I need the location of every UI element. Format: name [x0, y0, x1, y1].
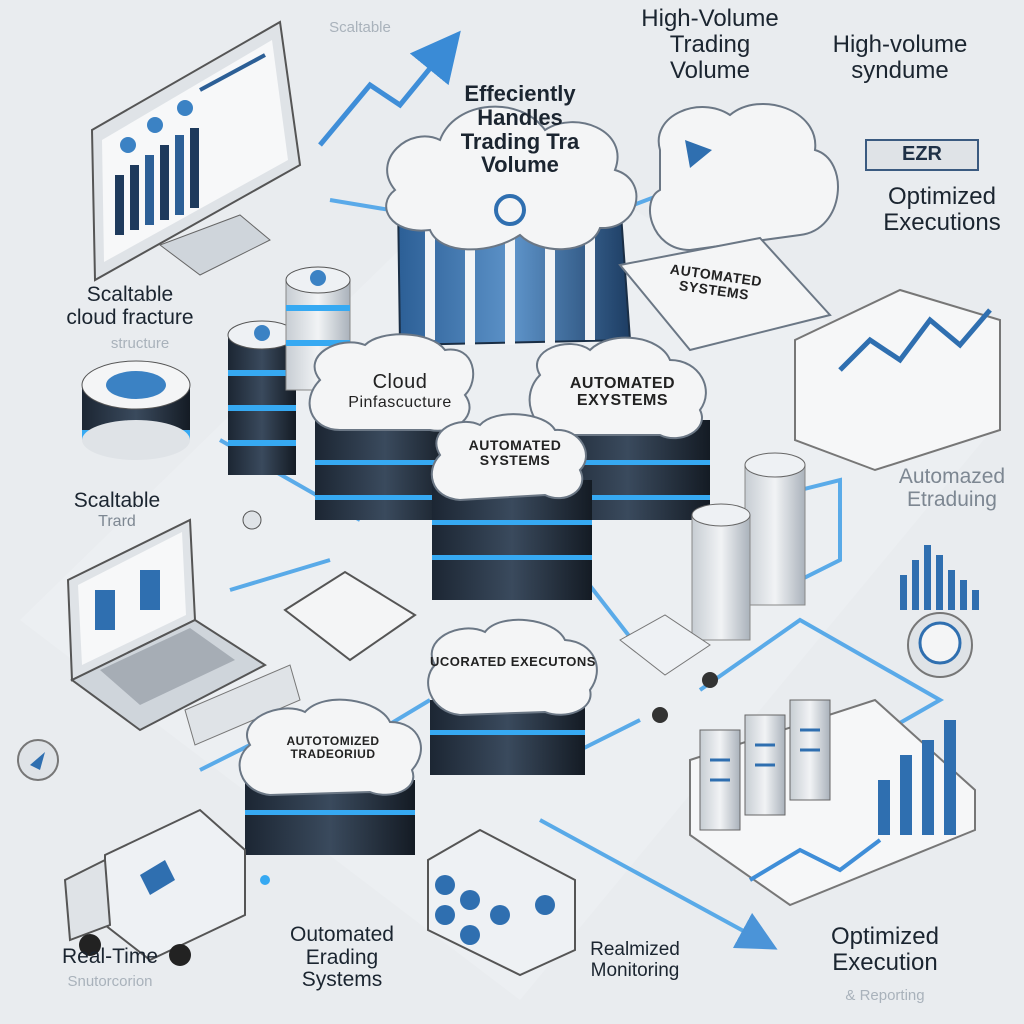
opt-line: Optimized: [887, 183, 997, 210]
automated-trading-label: AUTOTOMIZED TRADEORIUD: [248, 735, 418, 761]
ezr-badge: [865, 139, 979, 171]
mid-line: SYSTEMS: [479, 452, 551, 469]
automated-executions-label: UCORATED EXECUTONS: [430, 654, 596, 669]
hv-line: High-Volume: [641, 5, 779, 32]
cloud-line: Pinfascucture: [348, 393, 452, 411]
realized-monitoring-label: Realmized Monitoring: [560, 939, 710, 981]
mid-line: AUTOMATED: [468, 437, 562, 453]
real-time-label: Real-Time: [61, 945, 159, 968]
exs-line: AUTOMATED: [569, 375, 676, 392]
connector-hub: [619, 614, 718, 723]
automated-exsystems-label: AUTOMATED EXYSTEMS: [540, 375, 705, 410]
title-line: Volume: [481, 152, 559, 178]
oe-line: Execution: [832, 948, 938, 976]
scalable-cloud-label: Scaltable cloud fracture: [20, 283, 240, 329]
cloud-stacks-middle: [308, 333, 710, 600]
router-device: [283, 570, 417, 662]
trend-arrow: [318, 30, 461, 147]
trading-stack: [238, 698, 422, 855]
automated-systems-card: [618, 236, 832, 352]
automated-systems-mid-label: AUTOMATED SYSTEMS: [440, 437, 590, 469]
server-racks: [689, 698, 976, 907]
optimized-executions-top: Optimized Executions: [860, 184, 1024, 236]
high-volume-right: High-volume syndume: [815, 32, 985, 84]
mini-bar-chart: [900, 545, 979, 610]
top-cloud: [385, 105, 638, 251]
at-line: TRADEORIUD: [290, 746, 376, 761]
executions-stack: [427, 618, 598, 775]
ats-line: Erading: [305, 945, 379, 969]
high-volume-left: High-Volume Trading Volume: [610, 6, 810, 84]
node-dot-small: [260, 875, 270, 885]
oe-line: Optimized: [830, 923, 940, 950]
at-line: AUTOTOMIZED: [286, 734, 380, 748]
hv-right-line: syndume: [851, 56, 949, 84]
cube-stack: [427, 828, 576, 977]
sc-line: cloud fracture: [66, 305, 194, 329]
automated-etrading-label: Automazed Etraduing: [880, 465, 1024, 511]
hv-right-line: High-volume: [832, 31, 968, 58]
play-icon: [685, 140, 712, 168]
scalable-cloud-sub: structure: [110, 335, 170, 352]
cloud-logo-icon: [494, 194, 526, 226]
hv-line: Trading: [669, 30, 751, 58]
rm-line: Monitoring: [590, 959, 680, 981]
pin-icon-glyph: [30, 752, 45, 770]
title-line: Effeciently: [464, 81, 576, 106]
optimized-execution-bottom: Optimized Execution: [800, 924, 970, 976]
node-dot-left: [242, 510, 262, 530]
title-top: Effeciently Handles Trading Tra Volume: [430, 82, 610, 177]
ats-line: Systems: [301, 968, 383, 992]
upload-cloud: [649, 103, 839, 252]
exs-line: EXYSTEMS: [576, 392, 669, 410]
bar-chart-box: [794, 288, 1001, 472]
data-strip: [184, 664, 301, 746]
ezr-badge-label: EZR: [902, 143, 942, 165]
scalable-top-faded: Scaltable: [329, 19, 391, 36]
automated-trading-systems-label: Outomated Erading Systems: [262, 923, 422, 992]
ats-line: Outomated: [290, 923, 394, 946]
delivery-truck: [63, 808, 246, 966]
opt-line: Executions: [883, 208, 1001, 236]
scalable-trade-label: Scaltable Trard: [42, 489, 192, 530]
rm-line: Realmized: [590, 939, 680, 960]
title-line: Trading Tra: [460, 128, 580, 154]
ae-line: Etraduing: [907, 487, 997, 511]
title-line: Handles: [477, 104, 563, 130]
desktop-monitor: [90, 20, 302, 282]
st-line: Trard: [98, 512, 136, 530]
cloud-infrastructure-label: Cloud Pinfascucture: [320, 371, 480, 411]
st-line: Scaltable: [73, 489, 161, 512]
hv-line: Volume: [669, 56, 751, 84]
chart-icon-circle: [907, 612, 973, 678]
sc-line: Scaltable: [86, 283, 174, 306]
storage-disk: [81, 360, 191, 460]
laptop: [66, 518, 267, 732]
optimized-execution-sub: & Reporting: [845, 987, 925, 1004]
ae-line: Automazed: [898, 465, 1006, 488]
coin-stacks: [691, 452, 806, 641]
real-time-sub: Snutorcorion: [67, 973, 153, 990]
cloud-line: Cloud: [372, 371, 428, 393]
